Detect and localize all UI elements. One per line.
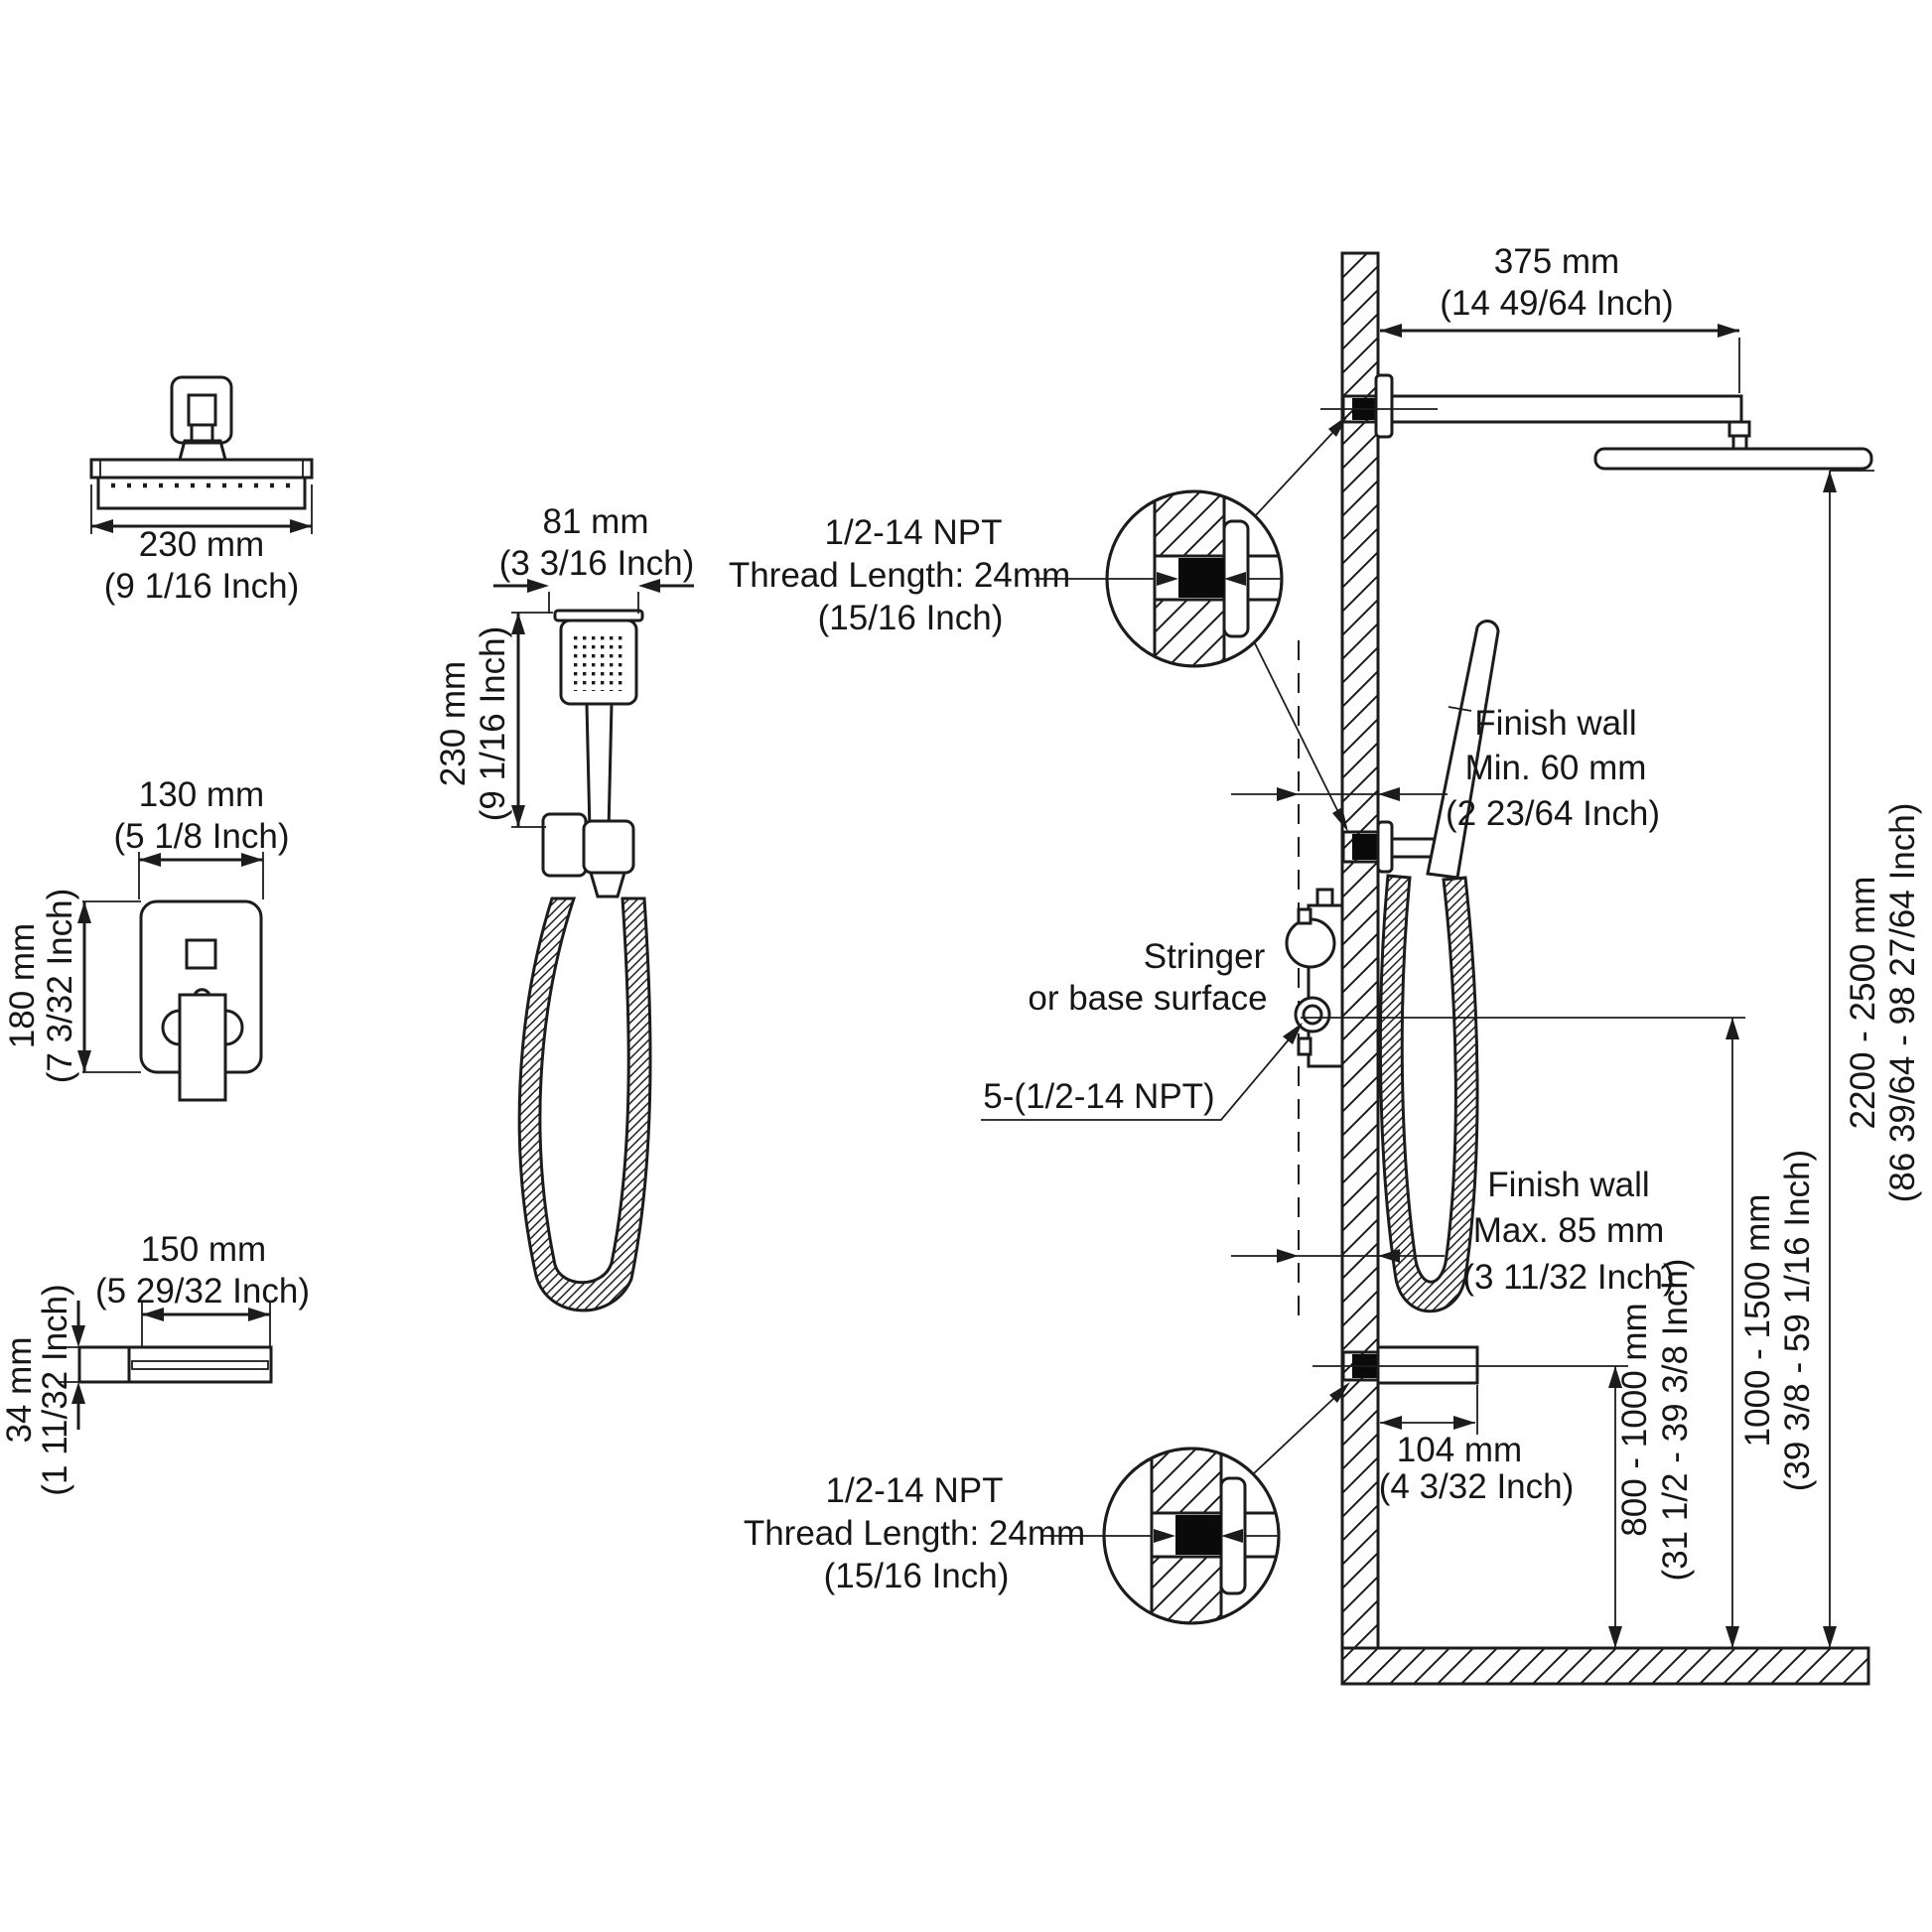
dim-spout-length-mm: 150 mm: [140, 1229, 267, 1269]
dim-valve-width-in: (5 1/8 Inch): [113, 816, 290, 856]
finish-wall-max-line1: Finish wall: [1487, 1165, 1650, 1204]
npt-bottom-label-line1: 1/2-14 NPT: [825, 1470, 1004, 1510]
finish-wall-max-line3: (3 11/32 Inch): [1462, 1257, 1675, 1297]
dim-valve-height-mm: 180 mm: [2, 922, 42, 1049]
finish-wall-max-line2: Max. 85 mm: [1472, 1210, 1665, 1250]
finish-wall-min-line2: Min. 60 mm: [1464, 748, 1647, 787]
npt-ports-label: 5-(1/2-14 NPT): [983, 1076, 1215, 1116]
dim-rain-head-width-in: (9 1/16 Inch): [103, 566, 300, 606]
npt-detail-top: [1035, 415, 1348, 832]
stringer-label-line1: Stringer: [1143, 936, 1266, 976]
dim-spout-length-in: (5 29/32 Inch): [95, 1271, 310, 1311]
stringer-label-line2: or base surface: [1028, 978, 1268, 1018]
dim-hand-shower-width-mm: 81 mm: [542, 501, 649, 541]
dim-spout-mount-height-mm: 800 - 1000 mm: [1614, 1303, 1654, 1537]
dim-hand-shower-height-in: (9 1/16 Inch): [473, 625, 512, 822]
hand-shower-view: [493, 579, 694, 1312]
npt-top-label-line1: 1/2-14 NPT: [824, 512, 1003, 552]
shower-arm-assembly: [1320, 324, 1873, 471]
dim-valve-width-mm: 130 mm: [138, 774, 265, 814]
dim-spout-mount-height-in: (31 1/2 - 39 3/8 Inch): [1655, 1258, 1695, 1582]
dim-rain-head-width-mm: 230 mm: [138, 524, 265, 564]
npt-top-label-line3: (15/16 Inch): [817, 598, 1004, 637]
dim-spout-projection-in: (4 3/32 Inch): [1378, 1466, 1575, 1506]
dim-valve-mount-height-in: (39 3/8 - 59 1/16 Inch): [1777, 1149, 1817, 1492]
npt-detail-bottom: [1040, 1382, 1350, 1625]
npt-bottom-label-line3: (15/16 Inch): [823, 1556, 1010, 1595]
dim-arm-length-in: (14 49/64 Inch): [1440, 283, 1674, 323]
finish-wall-min-line3: (2 23/64 Inch): [1446, 793, 1660, 833]
dim-hand-shower-width-in: (3 3/16 Inch): [498, 543, 695, 583]
tub-spout-on-wall: [1312, 1345, 1628, 1435]
finish-wall-min-line1: Finish wall: [1474, 703, 1637, 743]
npt-bottom-label-line2: Thread Length: 24mm: [743, 1513, 1086, 1553]
height-dimensions: [1301, 470, 1874, 1648]
dim-hand-shower-height-mm: 230 mm: [433, 660, 473, 787]
tub-spout-view: [58, 1301, 273, 1430]
wall-floor-section: [1340, 251, 1870, 1686]
dim-head-mount-height-in: (86 39/64 - 98 27/64 Inch): [1882, 802, 1922, 1203]
in-wall-valve: [981, 640, 1445, 1320]
dim-spout-height-in: (1 11/32 Inch): [35, 1284, 74, 1496]
hand-shower-on-wall: [1231, 620, 1500, 1313]
dim-spout-projection-mm: 104 mm: [1396, 1430, 1523, 1469]
valve-trim-view: [77, 852, 264, 1102]
dim-valve-height-in: (7 3/32 Inch): [40, 888, 79, 1084]
rain-head-view: [89, 375, 314, 534]
dim-head-mount-height-mm: 2200 - 2500 mm: [1843, 876, 1882, 1130]
npt-top-label-line2: Thread Length: 24mm: [728, 555, 1071, 595]
dim-arm-length-mm: 375 mm: [1493, 241, 1620, 281]
dim-valve-mount-height-mm: 1000 - 1500 mm: [1737, 1193, 1777, 1448]
dim-spout-height-mm: 34 mm: [0, 1336, 39, 1444]
